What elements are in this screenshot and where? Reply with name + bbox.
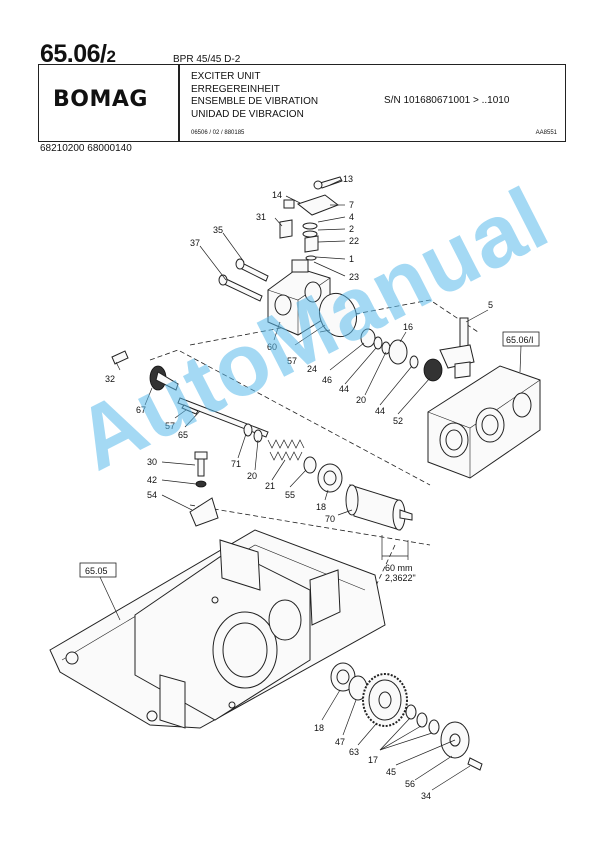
callout-21: 21 <box>265 481 275 491</box>
callout-45: 45 <box>386 767 396 777</box>
bolt-32 <box>111 350 129 365</box>
ring-71 <box>243 423 253 437</box>
bomag-logo: BOMAG <box>53 87 148 112</box>
gear-63 <box>362 673 408 727</box>
reference-65-06-1: 65.06/I <box>506 335 534 345</box>
ring-17c <box>428 719 440 735</box>
callout-24: 24 <box>307 364 317 374</box>
washer-42 <box>195 480 207 488</box>
page-sub-number: 2 <box>106 47 116 66</box>
callout-5: 5 <box>488 300 493 310</box>
callout-32: 32 <box>105 374 115 384</box>
callout-14: 14 <box>272 190 282 200</box>
title-en: EXCITER UNIT <box>191 71 261 82</box>
callout-65: 65 <box>178 430 188 440</box>
callout-18-lower: 18 <box>314 723 324 733</box>
callout-35: 35 <box>213 225 223 235</box>
callout-55: 55 <box>285 490 295 500</box>
lever-5 <box>439 317 475 379</box>
machine-part-numbers: 68210200 68000140 <box>40 143 132 154</box>
callout-44-upper: 44 <box>339 384 349 394</box>
reference-box-65-05 <box>79 562 117 578</box>
callout-52: 52 <box>393 416 403 426</box>
bolt-30 <box>197 457 205 477</box>
eccentric-shaft-70 <box>345 484 413 531</box>
bolt-34 <box>467 757 483 771</box>
callout-18-upper: 18 <box>316 502 326 512</box>
callout-56: 56 <box>405 779 415 789</box>
title-block-divider <box>178 65 180 141</box>
unit-titles: EXCITER UNIT ERREGEREINHEIT ENSEMBLE DE … <box>191 71 318 121</box>
ring-44a <box>373 336 383 350</box>
bolts-35-37 <box>218 258 269 302</box>
assembly-line-mid <box>189 504 431 546</box>
title-es: UNIDAD DE VIBRACION <box>191 108 304 120</box>
callout-44-lower: 44 <box>375 406 385 416</box>
drawing-code: AA8551 <box>535 130 557 136</box>
callout-20-lower: 20 <box>247 471 257 481</box>
callout-16: 16 <box>403 322 413 332</box>
callout-23: 23 <box>349 272 359 282</box>
callout-2: 2 <box>349 224 354 234</box>
callout-57-upper: 57 <box>287 356 297 366</box>
callout-1: 1 <box>349 254 354 264</box>
model-designation: BPR 45/45 D-2 <box>173 54 241 65</box>
dimension-imperial: 2,3622" <box>385 573 416 583</box>
serial-range: S/N 101680671001 > ..1010 <box>384 95 510 106</box>
exciter-housing <box>427 365 541 479</box>
title-fr: ENSEMBLE DE VIBRATION <box>191 96 319 107</box>
callout-63: 63 <box>349 747 359 757</box>
base-plate <box>49 529 386 729</box>
callout-34: 34 <box>421 791 431 801</box>
title-de: ERREGEREINHEIT <box>191 83 280 95</box>
callout-7: 7 <box>349 200 354 210</box>
callout-4: 4 <box>349 212 354 222</box>
lever-assembly <box>279 176 343 261</box>
callout-54: 54 <box>147 490 157 500</box>
callout-42: 42 <box>147 475 157 485</box>
callout-leaders <box>115 179 489 791</box>
callout-71: 71 <box>231 459 241 469</box>
bearing-16 <box>388 339 408 365</box>
dimension-60mm: 60 mm 2,3622" <box>381 535 416 583</box>
callout-37: 37 <box>190 238 200 248</box>
bracket-54 <box>189 497 219 527</box>
bushing-55 <box>303 456 317 474</box>
bearing-52 <box>423 358 443 382</box>
reference-65-05: 65.05 <box>85 566 108 576</box>
callout-67: 67 <box>136 405 146 415</box>
dimension-metric: 60 mm <box>385 563 413 573</box>
pin-57 <box>181 404 199 415</box>
callout-22: 22 <box>349 236 359 246</box>
title-block: BOMAG EXCITER UNIT ERREGEREINHEIT ENSEMB… <box>38 64 566 142</box>
callout-57-lower: 57 <box>165 421 175 431</box>
callout-70: 70 <box>325 514 335 524</box>
callout-47: 47 <box>335 737 345 747</box>
page-number: 65.06/2 <box>40 40 116 68</box>
ring-17a <box>405 704 417 720</box>
ring-44b <box>409 355 419 369</box>
callout-13: 13 <box>343 174 353 184</box>
callout-numbers: 13 14 7 4 2 31 22 1 23 35 37 5 16 60 57 … <box>105 174 493 801</box>
gasket <box>318 292 358 338</box>
callout-17: 17 <box>368 755 378 765</box>
spring-21 <box>267 439 305 461</box>
ring-17b <box>416 712 428 728</box>
o-ring-46 <box>360 328 376 348</box>
callout-30: 30 <box>147 457 157 467</box>
callout-20-upper: 20 <box>356 395 366 405</box>
callout-46: 46 <box>322 375 332 385</box>
assembly-line-left <box>149 349 431 486</box>
callout-60: 60 <box>267 342 277 352</box>
callout-31: 31 <box>256 212 266 222</box>
document-code: 06506 / 02 / 880185 <box>191 130 245 136</box>
